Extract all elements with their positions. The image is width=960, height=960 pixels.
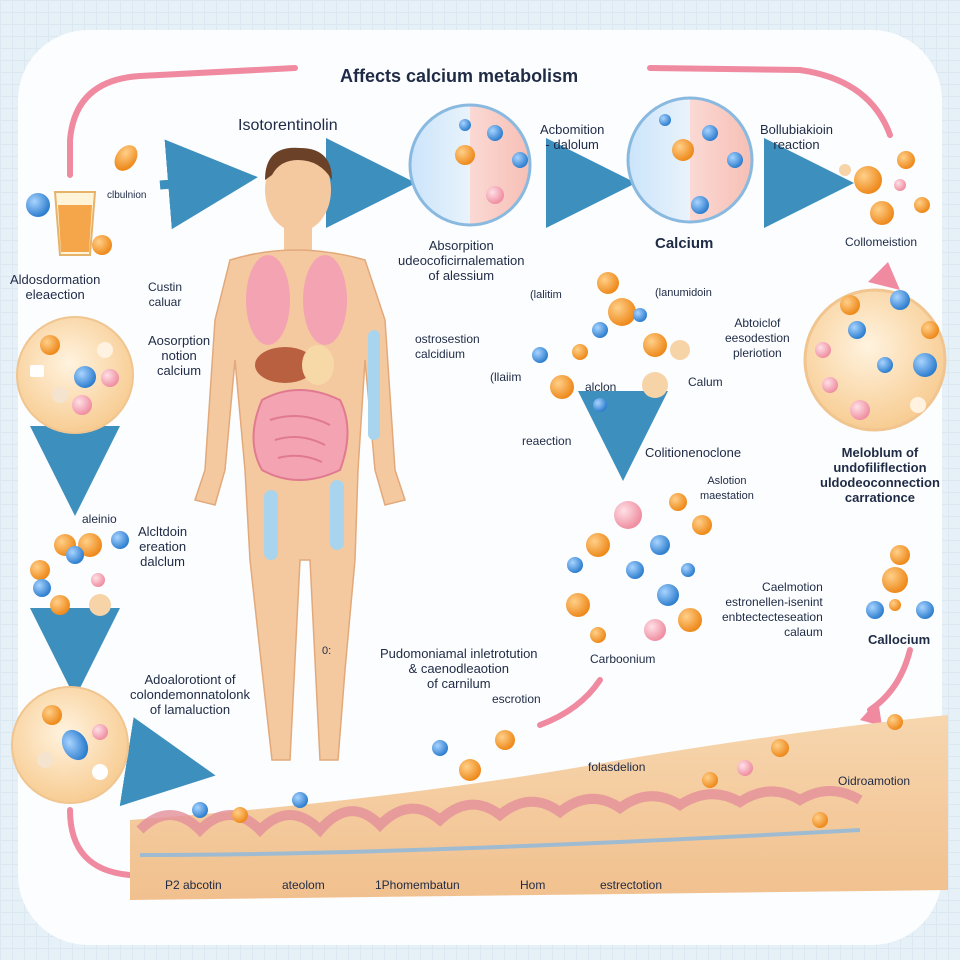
cycle-arrow-lower-right xyxy=(867,647,913,713)
flow-arrow-7 xyxy=(119,717,216,807)
bottom-label-4: Hom xyxy=(520,878,546,892)
label-left-mid: Alcltdoin ereation dalclum xyxy=(138,524,188,569)
label-circle-3-top: Bollubiakioin reaction xyxy=(760,122,833,152)
label-mid-plain: (llaiim xyxy=(490,370,522,384)
label-circle-1-caption: Absorpition udeocoficirnalemation of ale… xyxy=(398,238,525,283)
label-circle-2-caption: Calcium xyxy=(655,235,714,252)
flow-arrows xyxy=(30,138,854,807)
sphere-2 xyxy=(626,96,754,224)
label-mid-top-right: (lanumidoin xyxy=(655,287,712,299)
label-knee: 0: xyxy=(322,645,332,657)
juice-cup xyxy=(53,191,97,256)
cycle-arrow-top-right xyxy=(647,65,893,138)
label-mid-calum: Calum xyxy=(688,375,723,389)
cycle-arrows xyxy=(67,65,913,878)
label-cluster-top-right: Collomeistion xyxy=(845,235,918,249)
label-center-right-top: Colitionenoclone xyxy=(645,445,742,460)
mid-molecule-cluster-bottom xyxy=(566,493,712,643)
sphere-1 xyxy=(408,103,532,227)
label-escretion: escrotion xyxy=(492,692,541,706)
label-gut-top-right: Oidroamotion xyxy=(838,774,911,788)
human-figure xyxy=(194,147,406,761)
cycle-arrow-mid-right xyxy=(537,677,603,728)
bottom-label-5: estrectotion xyxy=(600,878,663,892)
cycle-arrow-head-bottom xyxy=(860,700,882,726)
label-circle-2-top: Acbomition - dalolum xyxy=(540,122,605,152)
right-small-molecule xyxy=(866,545,934,619)
cycle-arrow-head-right xyxy=(868,262,900,290)
label-absorption-mid: Abtoiclof eesodestion pleriotion xyxy=(725,316,790,360)
gut-villi xyxy=(136,786,863,838)
label-cascade-right: Caelmotion estronellen-isenint enbtectec… xyxy=(722,580,823,639)
top-right-molecule xyxy=(839,151,930,225)
label-gut-top-mid: folasdelion xyxy=(588,760,646,774)
gut-particles xyxy=(192,714,903,828)
label-left-small: aleinio xyxy=(82,512,117,526)
gut-membrane xyxy=(139,828,861,857)
right-dish-particles xyxy=(815,290,939,420)
label-cup: Aldosdormation eleaection xyxy=(10,272,101,302)
label-adsorption-left: Aosorption notion calcium xyxy=(148,333,211,378)
label-mid-top-left: (lalitim xyxy=(530,289,562,301)
label-adsorption-bottom-left: Adoalorotiont of colondemonnatolonk of l… xyxy=(130,672,250,717)
bottom-label-3: 1Phomembatun xyxy=(375,878,460,892)
label-castin: Custin caluar xyxy=(148,280,183,309)
label-calcecium: Callocium xyxy=(868,632,931,647)
label-cup-small: clbulnion xyxy=(107,190,147,201)
label-carbomium: Carboonium xyxy=(590,652,656,666)
label-mid-alcin: alclon xyxy=(585,380,617,394)
flow-arrow-1 xyxy=(159,139,258,230)
mid-molecule-cluster-top xyxy=(532,272,690,412)
subject-label: Isotorentinolin xyxy=(238,117,338,134)
cycle-arrow-top-left xyxy=(67,65,298,178)
cup-ion xyxy=(92,235,112,255)
bottom-label-1: P2 abcotin xyxy=(165,878,222,892)
bottom-label-2: ateolom xyxy=(282,878,325,892)
label-arm: ostrosestion calcidium xyxy=(415,332,480,361)
left-molecule-cluster xyxy=(30,531,129,616)
label-reaction-mid: reaection xyxy=(522,434,572,448)
blue-tablet xyxy=(26,193,50,217)
left-dish-1-particles xyxy=(30,335,119,415)
cycle-arrow-bottom-left xyxy=(67,807,133,878)
orange-capsule xyxy=(114,145,138,171)
diagram-title: Affects calcium metabolism xyxy=(340,66,579,86)
right-dish xyxy=(803,288,947,432)
label-formula-block: Pudomoniamal inletrotution & caenodleaot… xyxy=(380,646,538,691)
label-metabolism-right: Meloblum of undofiliflection uldodeoconn… xyxy=(820,445,940,505)
label-center-right-small: Aslotion maestation xyxy=(700,475,754,502)
left-dish-2-particles xyxy=(37,705,108,780)
